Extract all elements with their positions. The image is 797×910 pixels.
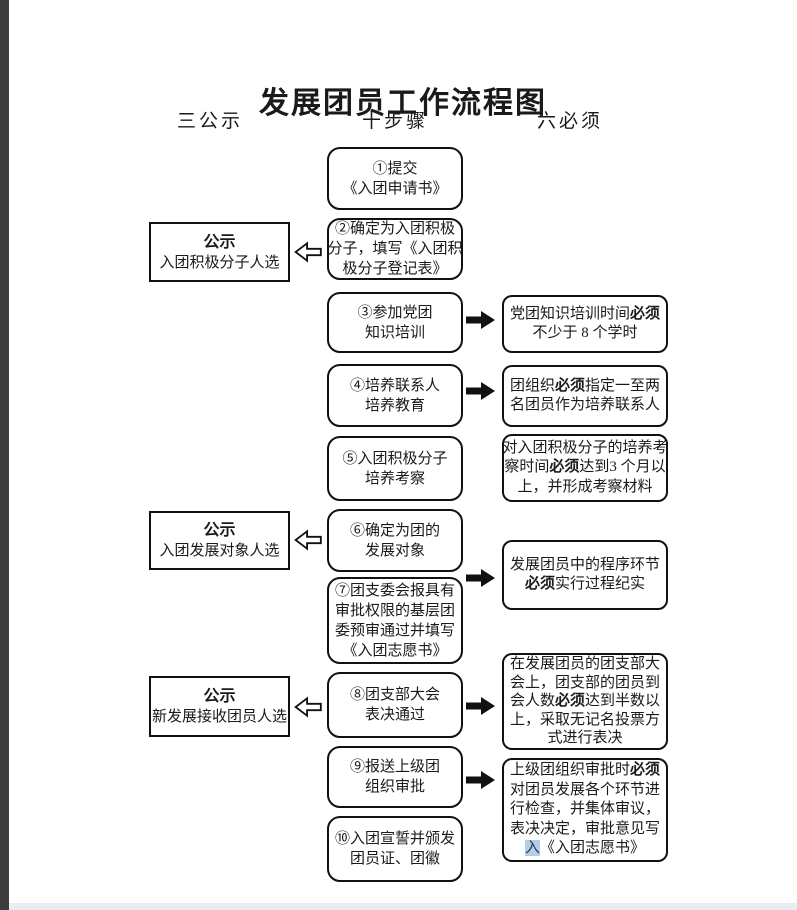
arrow-right-icon bbox=[466, 569, 495, 587]
column-header-steps: 十步骤 bbox=[361, 111, 428, 132]
column-header-musts: 六必须 bbox=[536, 111, 603, 132]
arrow-left-icon bbox=[294, 241, 322, 263]
requirement-box: 党团知识培训时间必须不少于 8 个学时 bbox=[502, 295, 668, 353]
publicity-box: 公示 入团发展对象人选 bbox=[149, 511, 290, 570]
arrow-left-icon bbox=[294, 529, 322, 551]
publicity-title: 公示 bbox=[203, 522, 236, 539]
arrow-right-icon bbox=[466, 382, 495, 400]
publicity-box: 公示 新发展接收团员人选 bbox=[149, 676, 290, 737]
step-box: ⑦团支委会报具有审批权限的基层团委预审通过并填写《入团志愿书》 bbox=[327, 577, 463, 664]
publicity-subtitle: 入团积极分子人选 bbox=[159, 254, 280, 271]
page-title: 发展团员工作流程图 bbox=[259, 87, 547, 121]
column-header-publicity: 三公示 bbox=[176, 111, 243, 132]
requirement-box: 团组织必须指定一至两名团员作为培养联系人 bbox=[502, 365, 668, 427]
publicity-box: 公示 入团积极分子人选 bbox=[149, 222, 290, 282]
step-box: ③参加党团知识培训 bbox=[327, 292, 463, 353]
publicity-title: 公示 bbox=[203, 688, 236, 705]
step-box: ①提交《入团申请书》 bbox=[327, 147, 463, 210]
arrow-right-icon bbox=[466, 771, 495, 789]
step-box: ⑤入团积极分子培养考察 bbox=[327, 436, 463, 501]
requirement-box: 对入团积极分子的培养考察时间必须达到3 个月以上，并形成考察材料 bbox=[502, 434, 668, 502]
requirement-box: 在发展团员的团支部大会上，团支部的团员到会人数必须达到半数以上，采取无记名投票方… bbox=[502, 653, 668, 750]
requirement-box: 上级团组织审批时必须对团员发展各个环节进行检查，并集体审议，表决决定，审批意见写… bbox=[502, 758, 668, 862]
publicity-subtitle: 新发展接收团员人选 bbox=[151, 709, 287, 725]
publicity-subtitle: 入团发展对象人选 bbox=[159, 543, 280, 559]
viewer-left-edge bbox=[0, 0, 9, 910]
requirement-box: 发展团员中的程序环节必须实行过程纪实 bbox=[502, 540, 668, 610]
step-box: ④培养联系人培养教育 bbox=[327, 364, 463, 427]
step-box: ②确定为入团积极分子，填写《入团积极分子登记表》 bbox=[327, 218, 463, 280]
step-box: ⑧团支部大会表决通过 bbox=[327, 672, 463, 738]
step-box: ⑩入团宣誓并颁发团员证、团徽 bbox=[327, 816, 463, 882]
arrow-right-icon bbox=[466, 311, 495, 329]
step-box: ⑥确定为团的发展对象 bbox=[327, 509, 463, 572]
publicity-title: 公示 bbox=[203, 233, 236, 251]
arrow-left-icon bbox=[294, 696, 322, 718]
viewer-bottom-bar bbox=[9, 903, 797, 910]
arrow-right-icon bbox=[466, 697, 495, 715]
step-box: ⑨报送上级团组织审批 bbox=[327, 746, 463, 808]
